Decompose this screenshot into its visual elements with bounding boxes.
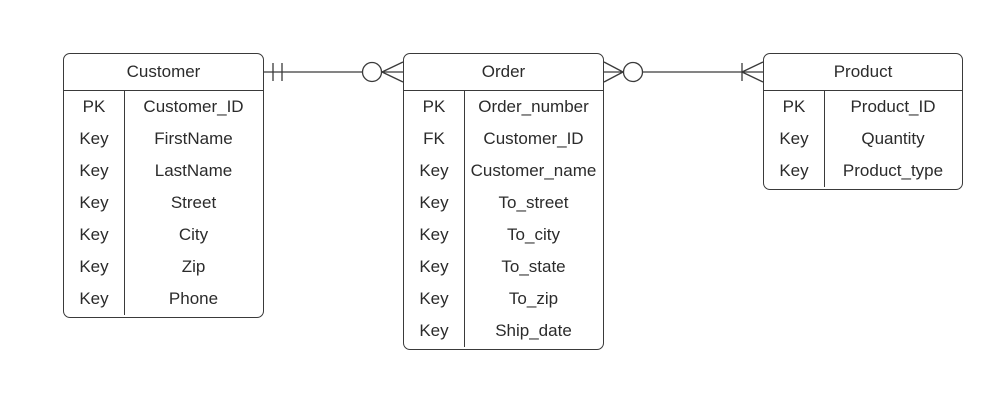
entity-row: PK Order_number: [404, 91, 603, 123]
key-label: Key: [779, 129, 809, 148]
field-name: Zip: [181, 257, 206, 276]
entity-row: Key Product_type: [764, 155, 962, 187]
entity-row: Key Ship_date: [404, 315, 603, 347]
field-name: To_state: [501, 257, 566, 276]
entity-row: Key To_zip: [404, 283, 603, 315]
key-label: PK: [422, 97, 446, 116]
key-label: Key: [419, 257, 449, 276]
order-entity-fields: PK Order_number FK Customer_ID Key Customer…: [404, 91, 603, 347]
entity-row: Key Phone: [64, 283, 263, 315]
entity-row: Key Quantity: [764, 123, 962, 155]
order-product-connector: [603, 61, 764, 83]
field-name: Customer_name: [470, 161, 597, 180]
field-name: LastName: [154, 161, 233, 180]
column-divider: [464, 91, 465, 347]
key-label: Key: [419, 193, 449, 212]
field-name: Quantity: [861, 129, 925, 148]
column-divider: [824, 91, 825, 187]
customer-order-connector: [264, 61, 404, 83]
entity-row: Key Street: [64, 187, 263, 219]
customer-entity-title: Customer: [64, 54, 263, 91]
key-label: Key: [79, 193, 109, 212]
key-label: FK: [423, 129, 445, 148]
entity-row: Key To_city: [404, 219, 603, 251]
field-name: To_street: [498, 193, 569, 212]
product-entity-title: Product: [764, 54, 962, 91]
entity-row: Key Zip: [64, 251, 263, 283]
entity-row: Key LastName: [64, 155, 263, 187]
field-name: To_city: [507, 225, 560, 244]
entity-row: PK Product_ID: [764, 91, 962, 123]
column-divider: [124, 91, 125, 315]
field-name: Customer_ID: [483, 129, 584, 148]
entity-row: PK Customer_ID: [64, 91, 263, 123]
entity-row: Key City: [64, 219, 263, 251]
field-name: Product_ID: [850, 97, 936, 116]
key-label: Key: [419, 321, 449, 340]
key-label: Key: [79, 129, 109, 148]
entity-row: Key To_state: [404, 251, 603, 283]
field-name: Order_number: [478, 97, 589, 116]
key-label: PK: [782, 97, 806, 116]
key-label: Key: [419, 289, 449, 308]
field-name: FirstName: [154, 129, 233, 148]
field-name: Customer_ID: [143, 97, 244, 116]
key-label: Key: [779, 161, 809, 180]
order-entity[interactable]: Order PK Order_number FK Customer_ID Key Cu…: [403, 53, 604, 350]
key-label: Key: [419, 161, 449, 180]
key-label: Key: [79, 225, 109, 244]
key-label: Key: [419, 225, 449, 244]
entity-row: Key FirstName: [64, 123, 263, 155]
key-label: PK: [82, 97, 106, 116]
field-name: Street: [170, 193, 217, 212]
key-label: Key: [79, 161, 109, 180]
field-name: To_zip: [508, 289, 559, 308]
field-name: City: [178, 225, 209, 244]
entity-row: Key Customer_name: [404, 155, 603, 187]
entity-row: Key To_street: [404, 187, 603, 219]
order-entity-title: Order: [404, 54, 603, 91]
field-name: Product_type: [842, 161, 944, 180]
entity-row: FK Customer_ID: [404, 123, 603, 155]
key-label: Key: [79, 257, 109, 276]
field-name: Phone: [168, 289, 219, 308]
field-name: Ship_date: [495, 321, 572, 340]
key-label: Key: [79, 289, 109, 308]
